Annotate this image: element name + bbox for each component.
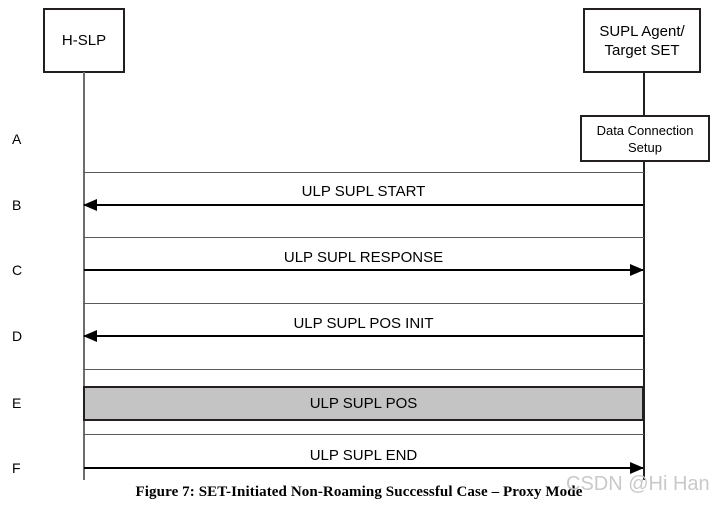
- message-label-ulp-supl-end: ULP SUPL END: [309, 447, 418, 464]
- message-arrow-ulp-supl-end: [84, 462, 644, 474]
- message-arrow-ulp-supl-pos-init: [83, 330, 643, 342]
- section-divider-c-d: [83, 303, 644, 304]
- shaded-message-block-ulp-supl-pos: ULP SUPL POS: [83, 386, 644, 421]
- step-letter-f: F: [12, 460, 21, 476]
- arrowhead-left-icon: [83, 330, 97, 342]
- message-arrow-ulp-supl-start: [83, 199, 643, 211]
- step-letter-e: E: [12, 395, 22, 411]
- arrowhead-right-icon: [630, 462, 644, 474]
- activation-box-data-connection-setup: Data Connection Setup: [580, 115, 710, 162]
- message-arrow-ulp-supl-response: [84, 264, 644, 276]
- step-letter-a: A: [12, 131, 22, 147]
- lifeline-supl-agent-target-set: [643, 72, 645, 480]
- figure-caption: Figure 7: SET-Initiated Non-Roaming Succ…: [135, 484, 583, 500]
- step-letter-d: D: [12, 328, 23, 344]
- step-letter-b: B: [12, 197, 22, 213]
- lifeline-h-slp: [83, 72, 85, 480]
- actor-box-supl-agent-target-set: SUPL Agent/ Target SET: [583, 8, 701, 73]
- section-divider-b-c: [83, 237, 644, 238]
- actor-box-h-slp: H-SLP: [43, 8, 125, 73]
- section-divider-d-e: [83, 369, 644, 370]
- message-label-ulp-supl-response: ULP SUPL RESPONSE: [283, 249, 444, 266]
- section-divider-a-b: [83, 172, 644, 173]
- section-divider-e-f: [83, 434, 644, 435]
- arrowhead-right-icon: [630, 264, 644, 276]
- message-label-ulp-supl-pos-init: ULP SUPL POS INIT: [293, 315, 434, 332]
- arrowhead-left-icon: [83, 199, 97, 211]
- message-label-ulp-supl-start: ULP SUPL START: [301, 183, 426, 200]
- step-letter-c: C: [12, 262, 23, 278]
